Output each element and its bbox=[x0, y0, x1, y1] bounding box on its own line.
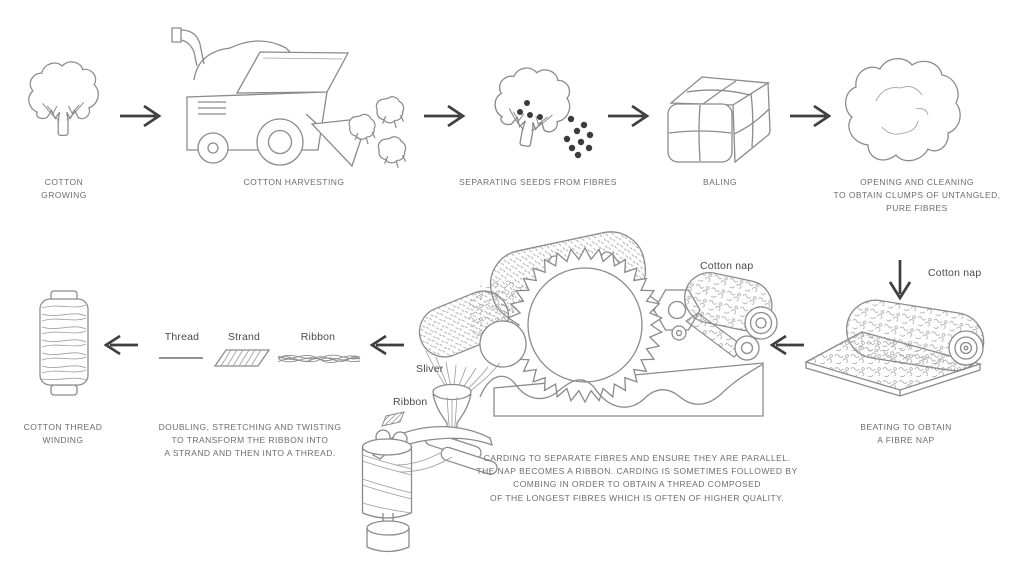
fibre-nap-roll-icon bbox=[804, 299, 985, 397]
part-label-ribbon-carding: Ribbon bbox=[393, 396, 428, 408]
step-caption-winding: COTTON THREAD WINDING bbox=[23, 422, 103, 446]
part-label-thread: Thread bbox=[164, 331, 200, 343]
arrow-right-icon bbox=[790, 104, 832, 128]
part-label-cotton-nap: Cotton nap bbox=[928, 267, 982, 279]
ribbon-waves-icon bbox=[277, 354, 361, 363]
part-label-cotton-nap-carding: Cotton nap bbox=[700, 260, 754, 272]
arrow-left-icon bbox=[769, 334, 804, 356]
part-label-sliver: Sliver bbox=[416, 363, 444, 375]
cotton-bale-icon bbox=[667, 76, 771, 164]
step-caption-cotton-growing: COTTON GROWING bbox=[41, 177, 87, 201]
arrow-left-icon bbox=[369, 334, 404, 356]
part-label-strand: Strand bbox=[227, 331, 261, 343]
arrow-right-icon bbox=[424, 104, 466, 128]
cotton-boll-puff-icon bbox=[377, 136, 407, 169]
step-caption-opening-cleaning: OPENING AND CLEANING TO OBTAIN CLUMPS OF… bbox=[833, 177, 1001, 214]
step-caption-doubling: DOUBLING, STRETCHING AND TWISTING TO TRA… bbox=[158, 422, 342, 459]
step-caption-cotton-harvesting: COTTON HARVESTING bbox=[243, 177, 345, 187]
coiler-can-icon bbox=[361, 438, 413, 553]
arrow-right-icon bbox=[120, 104, 162, 128]
arrow-right-icon bbox=[608, 104, 650, 128]
step-caption-baling: BALING bbox=[703, 177, 737, 187]
thread-line-icon bbox=[159, 357, 203, 359]
cotton-harvester-icon bbox=[171, 27, 407, 169]
arrow-left-icon bbox=[103, 334, 138, 356]
carding-machine-icon bbox=[361, 231, 778, 553]
step-caption-carding: CARDING TO SEPARATE FIBRES AND ENSURE TH… bbox=[476, 453, 798, 503]
arrow-down-icon bbox=[888, 260, 912, 301]
cotton-plant-icon bbox=[28, 61, 99, 136]
thread-spool-icon bbox=[39, 290, 89, 396]
fibre-clump-cloud-icon bbox=[845, 58, 961, 162]
funnel-icon bbox=[432, 383, 472, 401]
cotton-boll-puff-icon bbox=[375, 96, 405, 129]
part-label-ribbon: Ribbon bbox=[300, 331, 336, 343]
strand-icon bbox=[213, 349, 271, 367]
step-caption-beating: BEATING TO OBTAIN A FIBRE NAP bbox=[860, 422, 952, 446]
step-caption-separating-seeds: SEPARATING SEEDS FROM FIBRES bbox=[459, 177, 617, 187]
seed-separation-icon bbox=[488, 61, 594, 159]
